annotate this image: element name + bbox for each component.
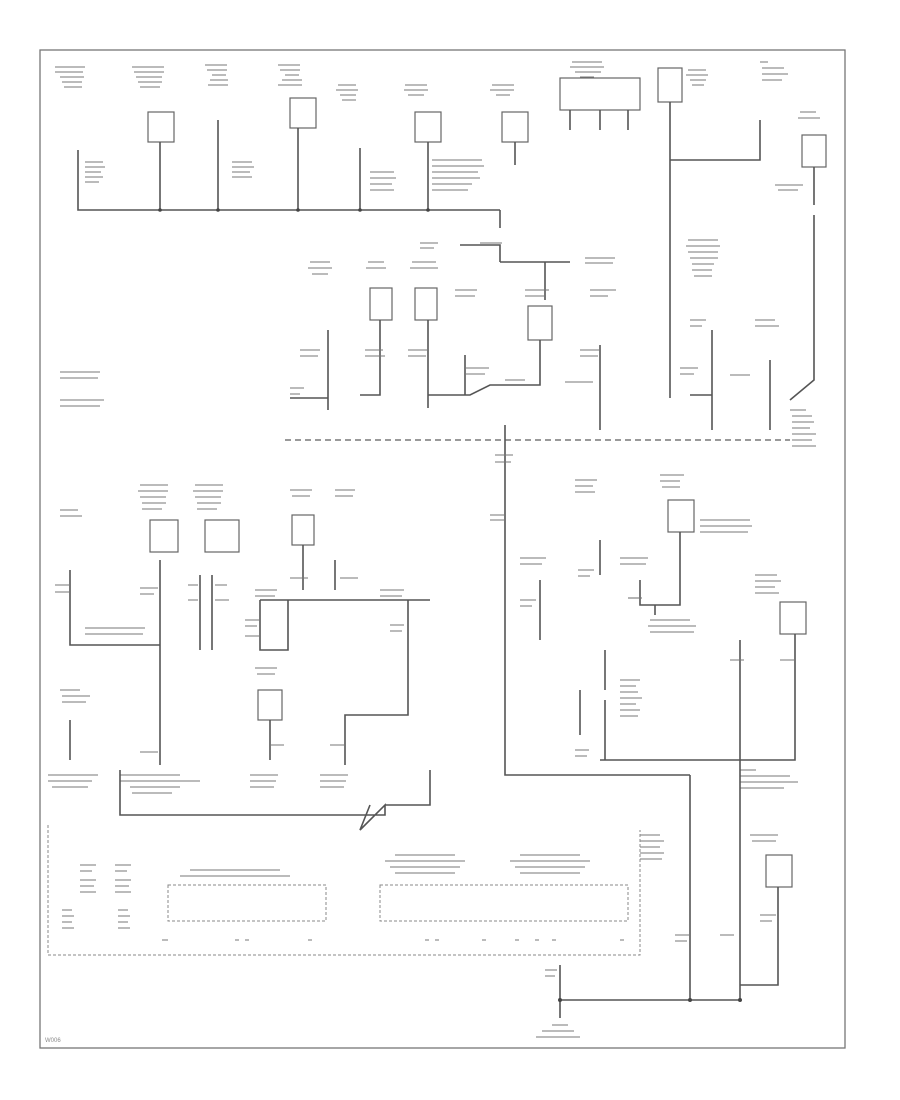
splice-dot [358, 208, 362, 212]
component-box [527, 305, 553, 341]
connector-block-left [167, 884, 327, 922]
top-connector-labels [85, 159, 803, 297]
top-wires [77, 102, 815, 401]
middle-section [60, 261, 816, 776]
component-box [414, 287, 438, 321]
top-component-labels [55, 61, 820, 119]
middle-wires [290, 320, 771, 430]
component-box [779, 601, 807, 635]
connector-block-right [379, 884, 629, 922]
component-box [257, 689, 283, 721]
component-box [765, 854, 793, 888]
component-box [501, 111, 529, 143]
ground-return-wire [559, 965, 740, 1001]
component-box [667, 499, 695, 533]
lower-left-section [48, 484, 430, 794]
splice-dot [216, 208, 220, 212]
component-box [291, 514, 315, 546]
lower-right-wires [539, 532, 796, 1000]
ground-splice [558, 998, 562, 1002]
middle-component-labels [60, 261, 779, 407]
lower-right-labels [520, 474, 798, 860]
component-box [369, 287, 393, 321]
component-box [289, 97, 317, 129]
middle-connector-labels [290, 349, 816, 447]
bottom-harness-wire [119, 770, 386, 831]
bottom-section [47, 770, 742, 1038]
splice-dot [158, 208, 162, 212]
splice-dot [296, 208, 300, 212]
ground-splice [738, 998, 742, 1002]
component-box [414, 111, 442, 143]
component-box [801, 134, 827, 168]
component-box [147, 111, 175, 143]
diagram-frame [39, 49, 846, 1049]
component-box [204, 519, 240, 553]
trunk-labels [490, 454, 513, 521]
top-section [55, 61, 827, 401]
component-box [149, 519, 179, 553]
lower-right-connector-labels [520, 569, 794, 942]
ground-splice [688, 998, 692, 1002]
lower-left-labels [48, 484, 404, 794]
harness-boundary [47, 825, 641, 956]
ground-trunk-wire [504, 425, 690, 776]
bottom-labels [62, 854, 590, 1038]
splice-dot [426, 208, 430, 212]
lower-left-connector-labels [55, 577, 404, 753]
component-box [657, 67, 683, 103]
lower-left-wires [69, 545, 430, 765]
bottom-harness-wire [385, 770, 431, 806]
diagram-code: W006 [45, 1038, 61, 1044]
ground-lead-labels [545, 969, 557, 977]
lower-right-section [520, 474, 807, 1000]
module-box [559, 77, 641, 111]
